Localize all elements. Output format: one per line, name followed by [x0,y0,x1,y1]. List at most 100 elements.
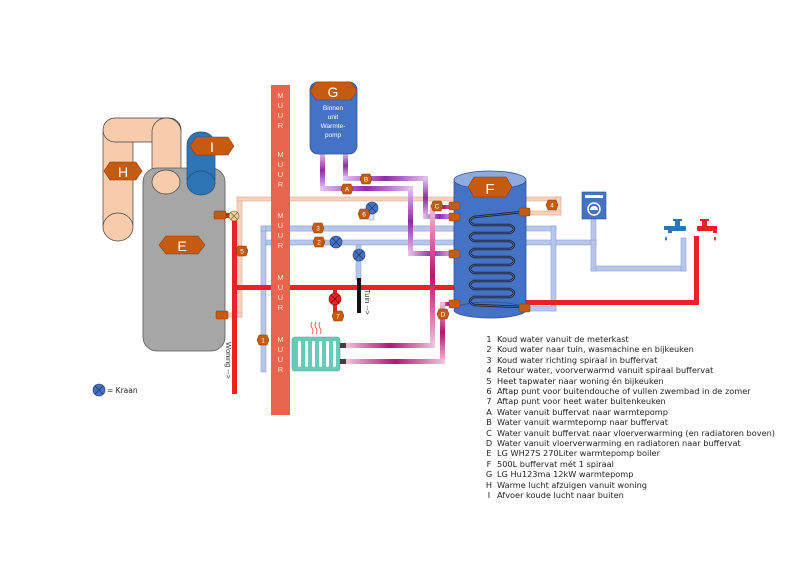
legend-key: H [485,479,493,490]
wall-label-letter: U [278,231,283,240]
wall-label-letter: R [278,365,284,374]
wall-label-letter: R [278,121,284,130]
legend-key: 7 [486,396,492,407]
legend-key: G [485,469,493,480]
legend-text: LG WH27S 270Liter warmtepomp boiler [497,448,660,459]
component-tag-H-group: H [103,161,143,181]
g-text-line-2: unit [328,114,339,121]
pipe-marker-label: 3 [316,226,320,233]
legend-text: Afvoer koude lucht naar buiten [497,490,624,501]
legend-text: Retour water, voorverwarmd vanuit spiraa… [497,365,714,376]
legend-item: G LG Hu123ma 12kW warmtepomp [484,469,775,479]
pipe-marker-1: 1 [256,334,270,346]
component-tag-E: E [177,238,186,254]
legend-text: Koud water richting spiraal in buffervat [497,354,658,365]
component-tag-E-group: E [158,235,206,255]
legend-text: Heet tapwater naar woning én bijkeuken [497,375,664,386]
wall-label-letter: U [278,111,283,120]
pipe-marker-label: B [364,177,368,184]
legend-text: Koud water vanuit de meterkast [497,334,629,344]
wall-label-letter: U [278,221,283,230]
pipe-marker-4: 4 [545,199,559,211]
legend-key: 4 [486,365,492,376]
wall-label-letter: U [278,293,283,302]
component-tag-F: F [485,181,494,198]
pipe-marker-c: C [430,200,444,212]
legend-item: 1 Koud water vanuit de meterkast [484,334,775,344]
legend-item: 4 Retour water, voorverwarmd vanuit spira… [484,365,775,375]
legend-key: 6 [486,386,492,397]
woning-direction-label: Woning --> [224,342,233,379]
legend-key: 3 [486,354,492,365]
legend-text: Water vanuit vloerverwarming en radiator… [497,438,741,449]
g-text-line-3: Warmte- [321,123,346,130]
pipe-marker-label: 5 [240,249,244,256]
heat-waves-icon [310,321,322,335]
legend-key: 1 [486,334,492,344]
pipe-marker-5: 5 [235,245,249,257]
wall-label-letter: M [277,335,283,344]
pipe-marker-label: D [441,312,446,319]
legend-item: 7 Aftap punt voor heet water buitenkeuken [484,396,775,406]
wall-label-letter: R [278,241,284,250]
legend-text: Aftap punt voor buitendouche of vullen z… [497,386,751,397]
wall-label-letter: M [277,91,283,100]
pipe-marker-label: 1 [261,338,265,345]
component-tag-I: I [210,139,214,155]
pipe-marker-3: 3 [311,222,325,234]
radiator [291,321,346,372]
legend-text: Water vanuit warmtepomp naar buffervat [497,417,668,428]
washing-machine-icon [581,191,607,220]
wall-label-letter: M [277,273,283,282]
pipe-marker-label: 6 [362,212,366,219]
wall-label-letter: R [278,180,284,189]
valve-5-boiler-outlet[interactable] [228,210,240,222]
component-tag-H: H [118,164,128,180]
pipe-marker-label: A [345,187,350,194]
pipe-marker-d: D [436,308,450,320]
pipe-marker-7: 7 [331,310,345,322]
legend-item: 6 Aftap punt voor buitendouche of vullen … [484,386,775,396]
valve-7-outdoor-kitchen[interactable] [328,292,342,306]
heat-pump-boiler-E [142,167,226,352]
valve-legend-label: = Kraan [107,385,138,395]
pipe-marker-label: 7 [336,314,340,321]
legend-key: 5 [486,375,492,386]
connection-stubs [213,201,531,320]
legend-key: I [487,490,491,501]
wall-label-letter: M [277,211,283,220]
legend-key: C [486,427,492,438]
buffer-tank-F: F [453,170,527,319]
legend-key: F [486,458,492,469]
pipe-marker-6: 6 [357,208,371,220]
legend-item: 5 Heet tapwater naar woning én bijkeuken [484,376,775,386]
legend-key: E [486,448,492,459]
component-tag-G: G [328,84,339,100]
valve-garden[interactable] [352,248,366,262]
legend-text: Koud water naar tuin, wasmachine en bijk… [497,344,694,355]
wall-label-letter: U [278,355,283,364]
cold-faucet-icon [664,219,686,241]
legend-key: A [486,406,492,417]
wall-label-letter: U [278,160,283,169]
legend-item: 3 Koud water richting spiraal in bufferva… [484,355,775,365]
wall-label-letter: U [278,345,283,354]
g-text-line-4: pomp [325,132,342,139]
legend-text: Warme lucht afzuigen vanuit woning [497,479,647,490]
legend-text: LG Hu123ma 12kW warmtepomp [497,469,634,480]
legend-text: Aftap punt voor heet water buitenkeuken [497,396,666,407]
valve-2-cold-garden[interactable] [329,235,343,249]
pipe-marker-b: B [359,173,373,185]
valve-legend: = Kraan [92,383,138,397]
legend-item: E LG WH27S 270Liter warmtepomp boiler [484,448,775,458]
